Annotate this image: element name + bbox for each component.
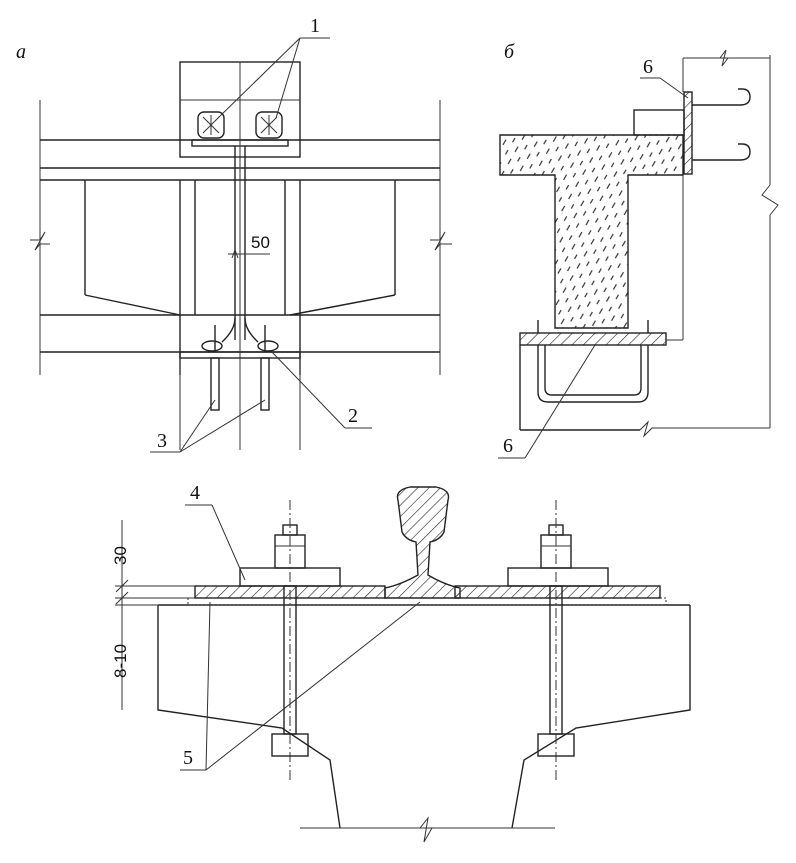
dim-plate-thickness: 30	[111, 546, 130, 565]
callout-3: 3	[157, 430, 167, 452]
rail-fastening-view: 30 8-10 4 5	[111, 482, 691, 843]
callout-6-top: 6	[643, 56, 653, 78]
callout-5: 5	[183, 747, 193, 769]
view-a-label: а	[16, 41, 26, 63]
view-a: а	[16, 15, 452, 453]
callout-2: 2	[348, 405, 358, 427]
weld-symbol-right	[255, 111, 283, 139]
callout-6-bottom: 6	[503, 435, 513, 457]
view-b-label: б	[504, 41, 515, 63]
dim-grout-layer: 8-10	[111, 644, 130, 678]
view-b: б 6 6	[498, 41, 779, 459]
dim-web-gap: 50	[251, 233, 270, 252]
weld-symbol-left	[197, 111, 225, 139]
callout-1: 1	[310, 15, 320, 37]
callout-4: 4	[190, 482, 200, 504]
